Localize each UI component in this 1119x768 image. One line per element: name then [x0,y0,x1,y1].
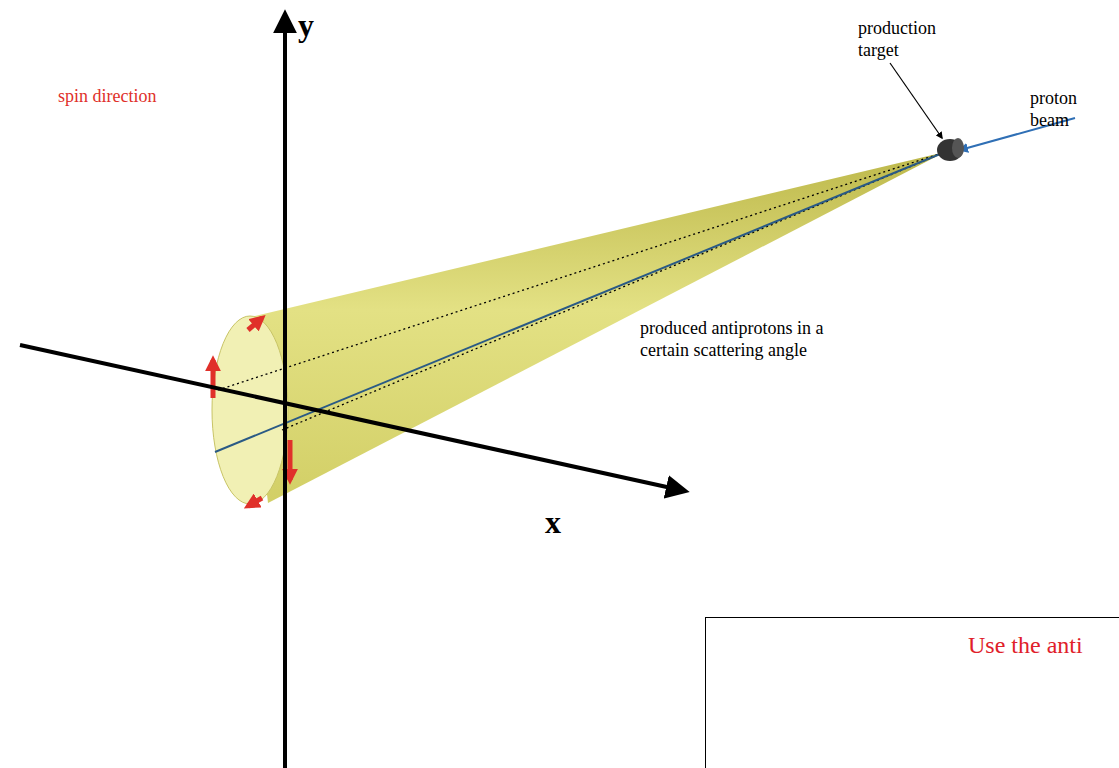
dotted-line [218,152,945,390]
cone-base [212,316,288,504]
leader-line [890,63,942,138]
spin-label: spin direction [58,86,156,108]
spin-arrows [213,318,290,506]
panel-text: Use the anti [968,632,1083,659]
antiproton-cone [247,152,945,503]
x-axis [20,345,685,491]
beam-axis [215,152,945,452]
y-axis [283,14,287,768]
cone-label: produced antiprotons in a certain scatte… [640,318,870,361]
axis-label: x [545,503,561,541]
beam-label: proton beam [1030,88,1094,131]
text-panel: Use the anti [705,617,1119,768]
target-label: production target [858,18,958,61]
axis-label: y [298,6,314,44]
production-target [937,138,964,161]
